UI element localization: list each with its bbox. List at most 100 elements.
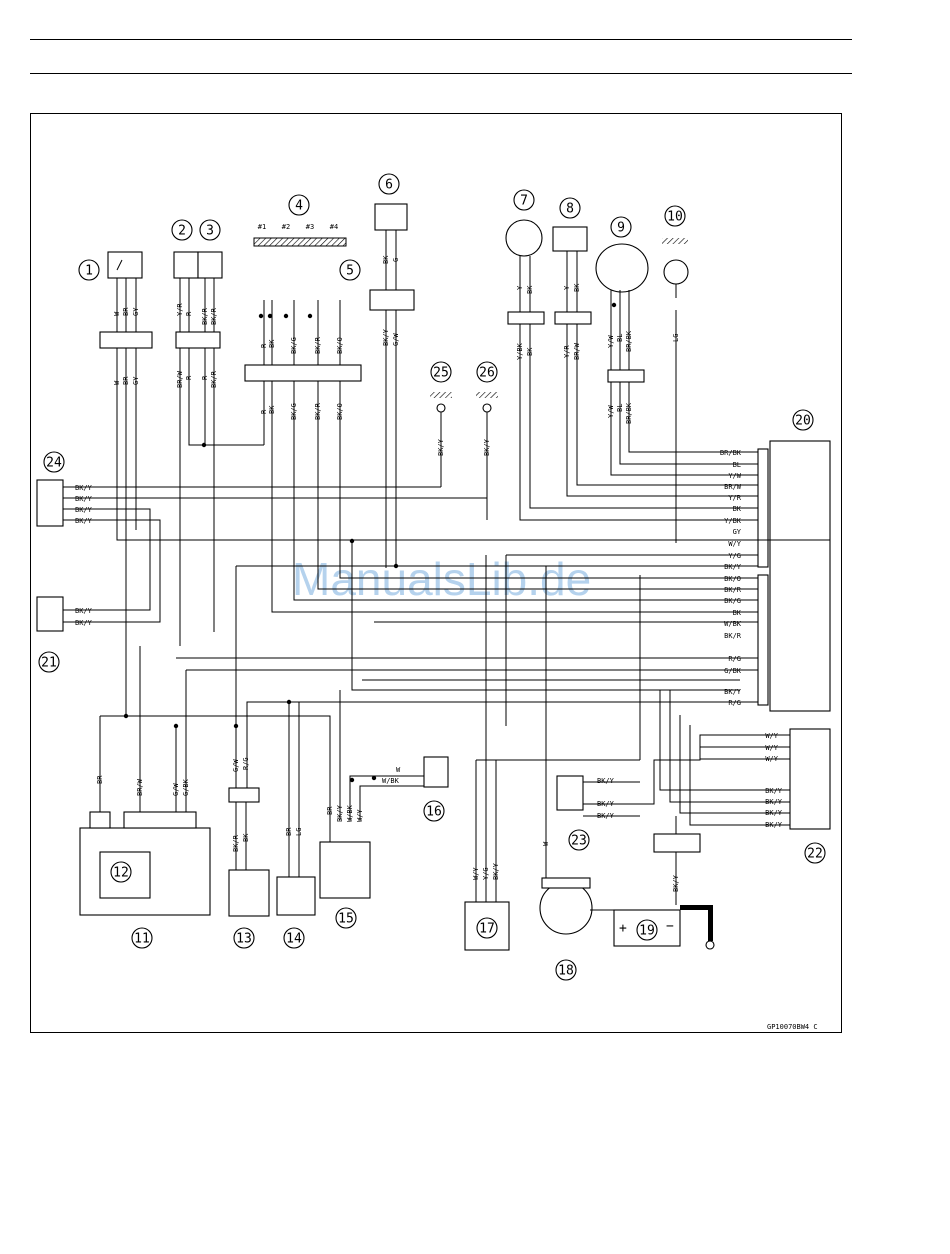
ecu-pin-label: BK/R: [724, 632, 742, 640]
cylinder-label: #4: [330, 223, 338, 231]
wire-label: BK: [526, 347, 534, 356]
connector-22-pin-label: W/Y: [765, 755, 778, 763]
wire-label: G/W: [392, 333, 400, 346]
callout-number: 26: [479, 366, 495, 381]
ecu-connector-upper: [757, 448, 769, 568]
connector-21-pin-label: BK/Y: [75, 619, 93, 627]
callout-circle: [283, 927, 305, 949]
callout-number: 11: [134, 932, 150, 947]
callout-circle: [559, 197, 581, 219]
wire-label: BK: [268, 405, 276, 414]
callout-circle: [513, 189, 535, 211]
callout-circle: [430, 361, 452, 383]
callout-number: 13: [236, 932, 252, 947]
callout-circle: [199, 219, 221, 241]
sensor-6-body: [374, 203, 408, 231]
wire-label: BK/R: [314, 336, 322, 354]
callout-number: 18: [558, 964, 574, 979]
ecu-pin-label: W/Y: [728, 540, 741, 548]
unit-14: [276, 876, 316, 916]
wire-label: BK/O: [336, 337, 344, 354]
wire-label: G/BK: [182, 778, 190, 796]
wire-label: W/BK: [346, 804, 354, 822]
callout-number: 17: [479, 922, 495, 937]
callout-circle: [78, 259, 100, 281]
connector-21: [36, 596, 64, 632]
callout-circle: [335, 907, 357, 929]
wire-label: R: [185, 311, 193, 316]
sensor-9-body: [595, 243, 649, 293]
wire-label: BK/Y: [672, 874, 680, 892]
wire-label: R: [185, 375, 193, 380]
wire-label: W/Y: [356, 809, 364, 822]
wire-label: W/Y: [472, 867, 480, 880]
callout-number: 6: [385, 178, 393, 193]
connector-22: [789, 728, 831, 830]
sensor-8-body: [552, 226, 588, 252]
connector-22-pin-label: W/Y: [765, 744, 778, 752]
callout-number: 16: [426, 805, 442, 820]
switch-1-body: [107, 251, 143, 279]
wire-label: BK/Y: [382, 328, 390, 346]
ecu-pin-label: BK: [733, 505, 742, 513]
unit-13: [228, 869, 270, 917]
wire-label: BK: [268, 339, 276, 348]
wires: [63, 230, 830, 911]
connector-blocks: [99, 289, 645, 803]
connector-24-pin-label: BK/Y: [75, 506, 93, 514]
wire-label: GY: [132, 307, 140, 316]
callout-circle: [804, 842, 826, 864]
connector-24-pin-label: BK/Y: [75, 484, 93, 492]
ground-25: [430, 392, 452, 398]
wire-label: BK/Y: [437, 438, 445, 456]
wire-label: BK/R: [232, 834, 240, 852]
ecu-pin-label: R/G: [728, 699, 741, 707]
callout-number: 7: [520, 194, 528, 209]
callout-number: 10: [667, 210, 683, 225]
connector-23-pin-label: BK/Y: [597, 812, 615, 820]
wire-label: G/W: [172, 783, 180, 796]
callout-number: 24: [46, 456, 62, 471]
wire-label: R: [260, 409, 268, 414]
wire-label: BR/W: [573, 342, 581, 360]
wire-label: Y/R: [176, 303, 184, 316]
wire-label: BK/Y: [483, 438, 491, 456]
callout-circle: [476, 917, 498, 939]
wire-label: Y: [563, 285, 571, 290]
wire-label: BR: [96, 775, 104, 784]
callout-number: 19: [639, 924, 655, 939]
wire-label: R: [260, 343, 268, 348]
callout-number: 12: [113, 866, 129, 881]
ecu-pin-label: BK: [733, 609, 742, 617]
cylinder-label: #2: [282, 223, 290, 231]
callout-circle: [131, 927, 153, 949]
ecu-pin-label: R/G: [728, 655, 741, 663]
callout-circle: [568, 829, 590, 851]
wire-label: Y/BK: [516, 342, 524, 360]
callout-number: 3: [206, 224, 214, 239]
callout-number: 22: [807, 847, 823, 862]
wire-label: W: [113, 311, 121, 316]
callout-circle: [636, 919, 658, 941]
connector-22-pin-label: BK/Y: [765, 809, 783, 817]
cylinder-label: #1: [258, 223, 266, 231]
wire-label: G/W: [232, 759, 240, 772]
connector-22-pin-label: BK/Y: [765, 787, 783, 795]
sensor-16: [423, 756, 449, 788]
connector-19-block: [653, 833, 701, 853]
wire-label: R/G: [242, 757, 250, 770]
wire-label: BK/Y: [492, 862, 500, 880]
connector-23: [556, 775, 584, 811]
callout-circle: [38, 651, 60, 673]
wire-label: BL: [616, 334, 624, 342]
connector-22-pin-label: BK/Y: [765, 821, 783, 829]
ecu-pin-label: BK/O: [724, 575, 741, 583]
connector-24-pin-label: BK/Y: [75, 495, 93, 503]
wire-label: BK/G: [290, 337, 298, 354]
ecu-pin-label: G/BK: [724, 667, 742, 675]
callout-circle: [610, 216, 632, 238]
connector-16-pin-label: W/BK: [382, 777, 400, 785]
ecu-pin-label: W/BK: [724, 620, 742, 628]
wire-label: BK/R: [210, 370, 218, 388]
wire-label: BR/BK: [625, 402, 633, 424]
